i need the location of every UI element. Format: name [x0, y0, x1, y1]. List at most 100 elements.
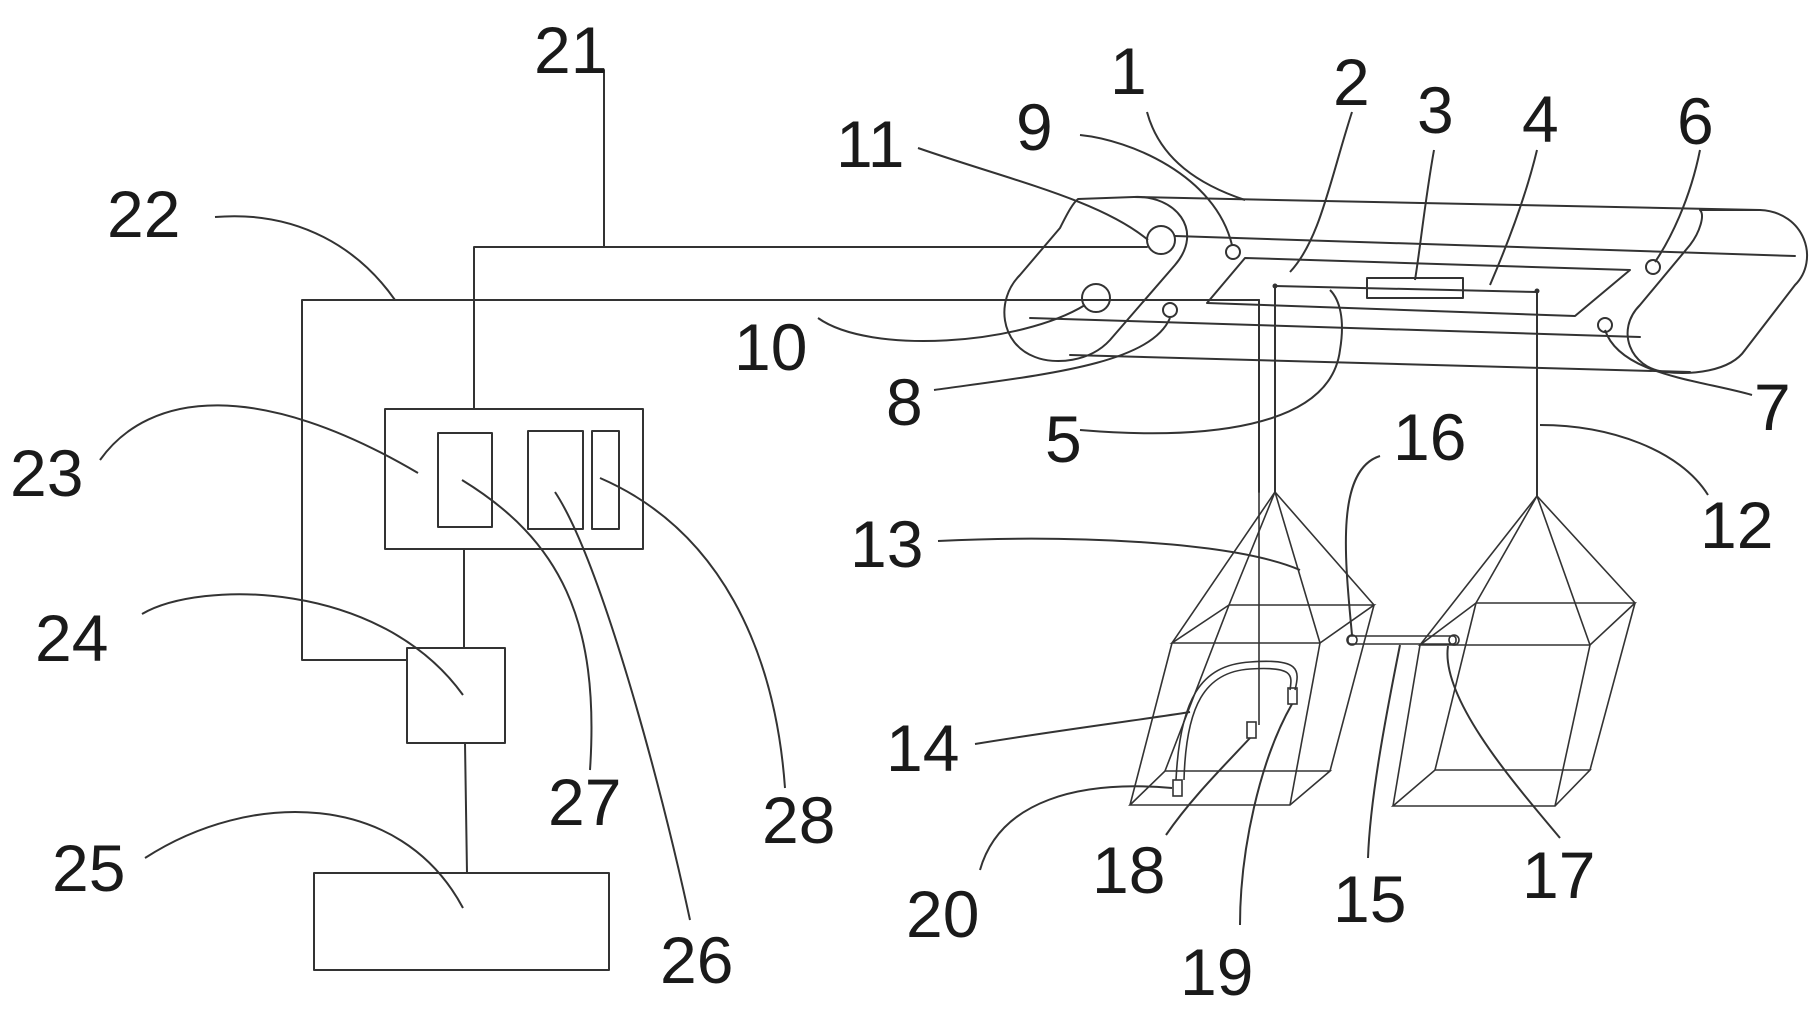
leader-28: [599, 477, 786, 789]
label-4: 4: [1522, 82, 1559, 156]
leader-12: [1539, 424, 1709, 496]
leader-9: [1079, 134, 1233, 246]
leader-6: [1654, 149, 1701, 263]
label-10: 10: [734, 310, 807, 384]
wire-21: [473, 246, 1148, 410]
leader-27: [461, 479, 593, 771]
right-basket-edge-2: [1434, 602, 1477, 771]
leader-23: [99, 404, 419, 474]
leader-11: [917, 147, 1149, 241]
right-basket-edge-1: [1392, 644, 1421, 807]
u-tube-inner: [1183, 667, 1292, 781]
label-26: 26: [660, 923, 733, 997]
hinge-17: [1448, 634, 1460, 646]
cord-anchor-left: [1272, 283, 1278, 289]
label-24: 24: [35, 601, 108, 675]
label-3: 3: [1417, 73, 1454, 147]
left-basket-edge-4: [1289, 642, 1321, 806]
label-5: 5: [1045, 402, 1082, 476]
leader-13: [937, 537, 1301, 571]
rail-top-line: [1133, 196, 1761, 211]
label-11: 11: [836, 107, 905, 181]
right-basket-top-rim: [1417, 602, 1638, 646]
wire-22-run: [301, 299, 1260, 661]
left-basket-hanger-3: [1228, 491, 1276, 606]
label-20: 20: [906, 877, 979, 951]
left-basket: [1128, 491, 1377, 806]
roller-6: [1645, 259, 1661, 275]
label-14: 14: [886, 711, 959, 785]
label-23: 23: [10, 436, 83, 510]
rail-assembly: [1003, 195, 1809, 497]
label-21: 21: [534, 13, 607, 87]
label-2: 2: [1333, 45, 1370, 119]
leader-22: [214, 215, 396, 301]
leader-4: [1489, 149, 1538, 286]
leader-24: [141, 593, 464, 696]
rail-mid-line-a: [1174, 235, 1796, 257]
leader-25: [144, 810, 464, 909]
leader-3: [1414, 149, 1435, 281]
roller-9: [1225, 244, 1241, 260]
rail-right-end: [1626, 209, 1809, 374]
label-17: 17: [1522, 838, 1595, 912]
label-7: 7: [1754, 370, 1791, 444]
leader-1: [1146, 111, 1246, 201]
right-basket-edge-3: [1589, 602, 1636, 771]
wire-24-25: [464, 742, 468, 874]
roller-7: [1597, 317, 1613, 333]
leader-7: [1604, 329, 1753, 396]
right-basket-hanger-3: [1536, 495, 1636, 604]
leader-lines: [99, 111, 1753, 926]
left-basket-hanger-4: [1274, 491, 1321, 644]
right-basket-hanger-4: [1536, 495, 1591, 646]
label-15: 15: [1333, 862, 1406, 936]
crossbar-4: [1274, 285, 1538, 293]
sensor-18: [1246, 721, 1257, 739]
label-8: 8: [886, 365, 923, 439]
left-basket-edge-1: [1129, 642, 1173, 806]
leader-8: [933, 317, 1171, 391]
label-6: 6: [1677, 84, 1714, 158]
left-basket-hanger-2: [1274, 491, 1375, 606]
leader-26: [554, 491, 691, 921]
right-basket-bottom-rim: [1390, 769, 1592, 807]
leader-18: [1165, 737, 1251, 836]
label-1: 1: [1110, 34, 1147, 108]
label-27: 27: [548, 765, 621, 839]
connecting-rod: [1346, 634, 1460, 646]
label-12: 12: [1700, 488, 1773, 562]
module-27: [437, 432, 493, 528]
leader-16: [1344, 455, 1381, 636]
left-basket-edge-2: [1164, 604, 1230, 772]
leader-19: [1239, 703, 1293, 926]
control-system: [301, 69, 1260, 971]
label-9: 9: [1016, 90, 1053, 164]
leader-5: [1079, 289, 1343, 435]
leader-17: [1446, 645, 1561, 839]
leader-2: [1289, 111, 1353, 273]
box-25: [313, 872, 610, 971]
left-basket-edge-3: [1329, 604, 1375, 772]
box-24: [406, 647, 506, 744]
pulley-11: [1146, 225, 1176, 255]
roller-8: [1162, 302, 1178, 318]
label-19: 19: [1180, 935, 1253, 1009]
rail-mid-line-b: [1029, 317, 1641, 338]
module-28: [591, 430, 620, 530]
right-basket: [1390, 495, 1638, 807]
right-basket-edge-4: [1554, 644, 1591, 807]
right-basket-hanger-1: [1419, 495, 1538, 646]
carriage-plate: [1206, 257, 1631, 317]
right-basket-hanger-2: [1475, 495, 1538, 604]
label-22: 22: [107, 177, 180, 251]
left-basket-hanger-1: [1171, 491, 1276, 644]
rail-left-end: [1003, 195, 1189, 363]
sensor-20: [1172, 779, 1183, 797]
label-18: 18: [1092, 833, 1165, 907]
cord-anchor-right: [1534, 288, 1540, 294]
label-25: 25: [52, 831, 125, 905]
leader-14: [974, 711, 1191, 745]
label-13: 13: [850, 507, 923, 581]
label-28: 28: [762, 783, 835, 857]
